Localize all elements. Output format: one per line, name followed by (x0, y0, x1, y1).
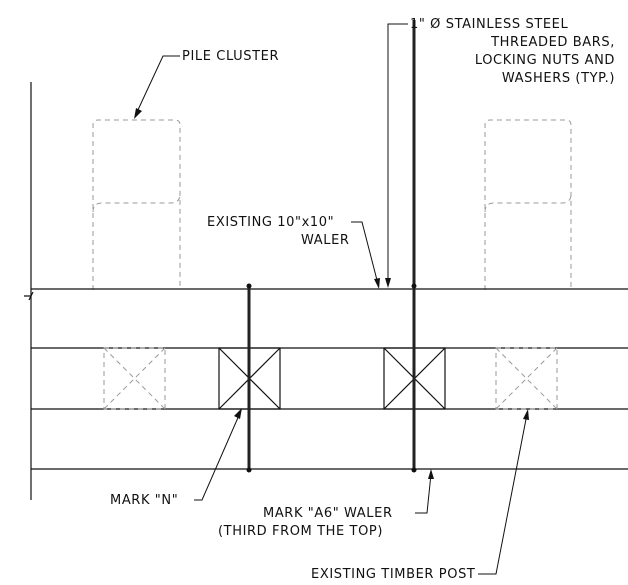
threaded-bars-leader (385, 23, 408, 288)
pile-cluster-left (92, 119, 181, 290)
threaded-bars-label-line2: THREADED BARS, (490, 35, 615, 50)
mark-a6-label-line2: (THIRD FROM THE TOP) (218, 524, 383, 539)
waler-label-line2: WALER (301, 233, 350, 248)
waler-label-line1: EXISTING 10"x10" (207, 215, 334, 230)
mark-a6-label-line1: MARK "A6" WALER (263, 506, 393, 521)
threaded-bar-right (411, 20, 417, 473)
waler-lines (31, 288, 628, 470)
timber-post-dashed-right (495, 347, 558, 410)
timber-post-label: EXISTING TIMBER POST (311, 567, 475, 582)
threaded-bars-label-line1: 1" Ø STAINLESS STEEL (410, 17, 568, 32)
threaded-bars-label-line3: LOCKING NUTS AND (475, 53, 615, 68)
pile-cluster-label: PILE CLUSTER (182, 49, 279, 64)
timber-post-leader (478, 409, 529, 575)
mark-n-label: MARK "N" (110, 493, 178, 508)
timber-post-dashed-left (103, 347, 166, 410)
pile-cluster-right (484, 119, 572, 290)
threaded-bars-label-line4: WASHERS (TYP.) (502, 71, 615, 86)
break-symbol (24, 291, 34, 301)
threaded-bar-left (246, 283, 252, 473)
mark-n-leader (194, 408, 242, 501)
pile-cluster-leader (134, 55, 180, 119)
waler-leader (351, 221, 380, 289)
mark-a6-leader (415, 469, 434, 514)
